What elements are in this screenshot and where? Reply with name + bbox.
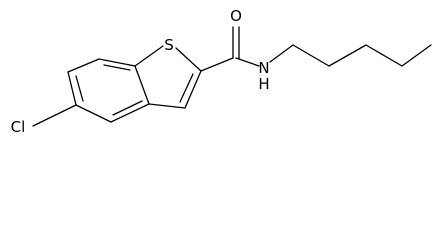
chemical-structure: S O N H Cl [11, 7, 432, 136]
bond [110, 103, 150, 123]
bond [328, 44, 367, 67]
bond [175, 47, 202, 72]
bond [67, 58, 100, 73]
bond [75, 104, 112, 123]
atom-label-oxygen: O [230, 7, 242, 25]
bond-inner [103, 64, 131, 71]
bond [148, 103, 186, 109]
bond [67, 71, 77, 106]
bond [292, 44, 330, 67]
bond [134, 45, 164, 67]
atom-label-chlorine: Cl [11, 118, 26, 136]
bond [184, 70, 202, 109]
atom-labels: S O N H Cl [11, 7, 270, 136]
bond-inner [112, 100, 143, 116]
bond [365, 44, 403, 67]
bond [32, 104, 77, 127]
bond-lines [32, 26, 432, 127]
atom-label-sulfur: S [164, 36, 174, 54]
bond [235, 57, 260, 67]
atom-label-nitrogen: N [258, 59, 269, 77]
bond-inner [179, 73, 194, 103]
atom-label-hydrogen: H [258, 75, 269, 93]
bond [269, 44, 294, 63]
bond [200, 57, 234, 72]
bond [401, 44, 432, 67]
bond [98, 58, 136, 67]
bond-inner [75, 75, 84, 102]
bond [134, 65, 150, 105]
